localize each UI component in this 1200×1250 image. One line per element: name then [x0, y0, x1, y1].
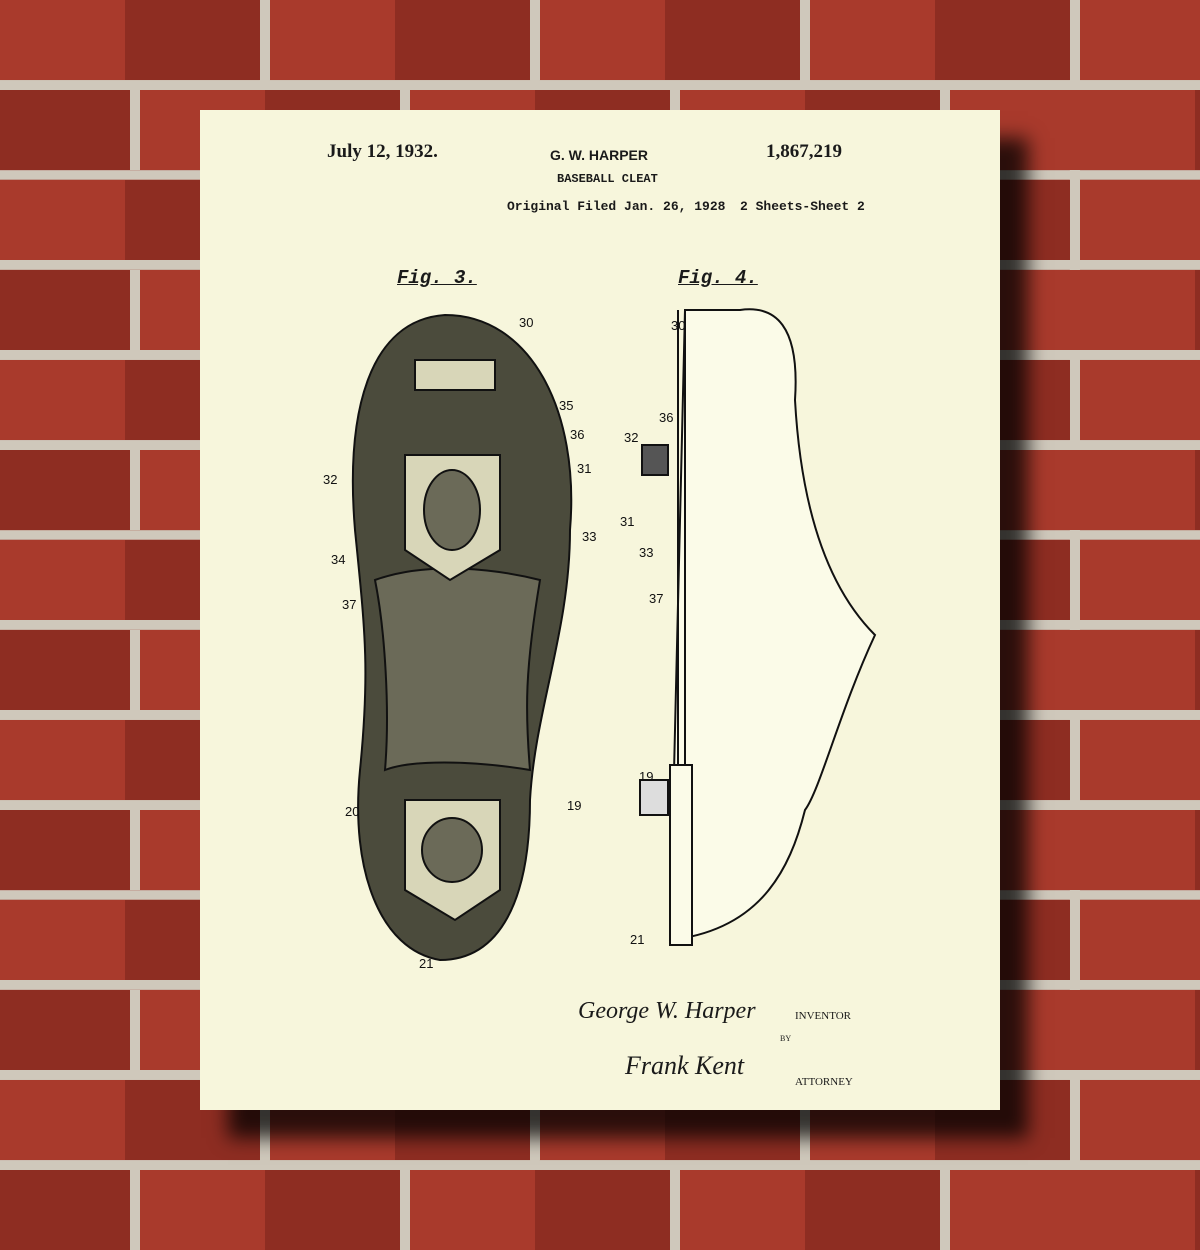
patent-drawing	[351, 308, 877, 962]
patent-date: July 12, 1932.	[327, 141, 438, 162]
ref-number: 21	[630, 932, 645, 947]
ref-number: 33	[639, 545, 654, 560]
fig3-label: Fig. 3.	[397, 267, 477, 289]
inventor-name: G. W. HARPER	[550, 147, 649, 163]
by-label: BY	[780, 1034, 792, 1043]
shoe-side-drawing	[639, 308, 877, 946]
ref-number: 31	[577, 461, 592, 476]
patent-number: 1,867,219	[766, 141, 842, 162]
attorney-label: ATTORNEY	[795, 1076, 853, 1088]
ref-number: 36	[659, 410, 674, 425]
sheet-info: 2 Sheets-Sheet 2	[740, 199, 865, 214]
ref-number: 35	[559, 398, 574, 413]
ref-number: 37	[649, 591, 664, 606]
ref-number: 32	[323, 472, 338, 487]
ref-number: 21	[419, 956, 434, 971]
patent-title: BASEBALL CLEAT	[557, 172, 658, 186]
ref-number: 30	[671, 318, 686, 333]
ref-number: 30	[519, 315, 534, 330]
ref-number: 32	[624, 430, 639, 445]
ref-number: 34	[331, 552, 346, 567]
ref-number: 20	[345, 804, 360, 819]
ref-number: 37	[342, 597, 357, 612]
filed-date: Original Filed Jan. 26, 1928	[507, 199, 726, 214]
attorney-signature: Frank Kent	[625, 1051, 745, 1080]
ref-number: 19	[639, 769, 654, 784]
sole-drawing	[351, 313, 573, 962]
patent-poster: July 12, 1932. G. W. HARPER 1,867,219 BA…	[200, 110, 1000, 1110]
ref-number: 19	[567, 798, 582, 813]
inventor-signature: George W. Harper	[578, 998, 756, 1024]
ref-number: 36	[570, 427, 585, 442]
ref-number: 31	[620, 514, 635, 529]
fig4-label: Fig. 4.	[678, 267, 758, 289]
inventor-label: INVENTOR	[795, 1010, 852, 1022]
ref-number: 33	[582, 529, 597, 544]
